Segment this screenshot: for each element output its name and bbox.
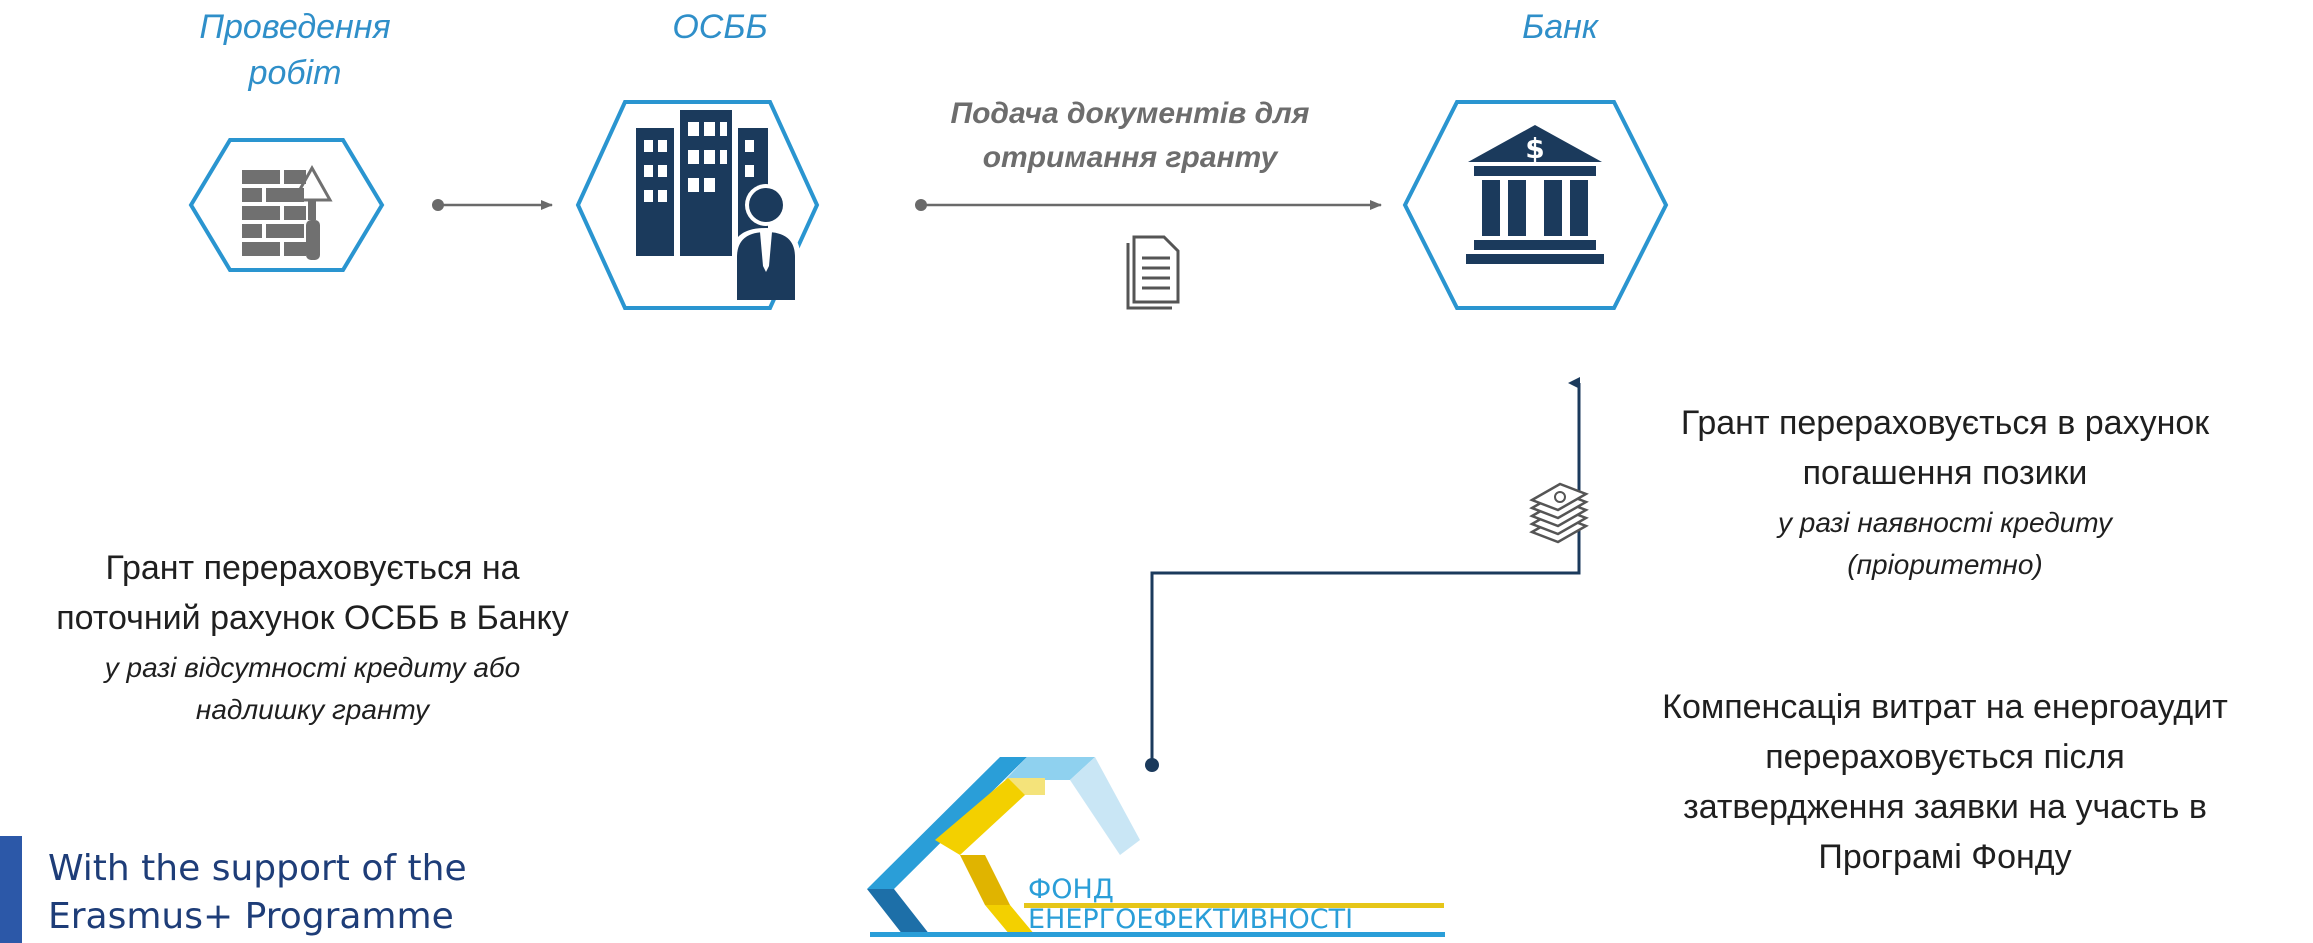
osbb-to-bank-label: Подача документів для отримання гранту xyxy=(950,97,1310,174)
right-grant-note: Грант перераховується в рахунок погашенн… xyxy=(1680,404,2210,580)
works-hexagon xyxy=(188,138,385,272)
fund-to-bank-connector xyxy=(1145,377,1581,772)
works-stage-title: Проведення робіт xyxy=(199,8,391,92)
works-to-osbb-arrow xyxy=(432,199,553,211)
document-icon xyxy=(1126,235,1180,310)
left-grant-note: Грант перераховується на поточний рахуно… xyxy=(56,549,569,725)
fund-logo-text: ФОНД ЕНЕРГОЕФЕКТИВНОСТІ xyxy=(1028,874,1354,935)
money-stack-icon xyxy=(1529,482,1589,544)
erasmus-support-text: With the support of the Erasmus+ Program… xyxy=(48,848,467,937)
right-compensation-note: Компенсація витрат на енергоаудит перера… xyxy=(1662,688,2228,876)
buildings-with-person-icon xyxy=(636,110,800,300)
osbb-stage-title: ОСББ xyxy=(672,8,768,46)
brick-wall-trowel-icon xyxy=(242,164,333,260)
osbb-to-bank-arrow xyxy=(915,199,1382,211)
bank-stage-title: Банк xyxy=(1522,8,1598,46)
bank-dollar-icon: $ xyxy=(1466,125,1604,264)
fund-logo-shapes xyxy=(867,757,1445,937)
erasmus-accent-bar xyxy=(0,836,22,943)
svg-text:$: $ xyxy=(1525,132,1544,165)
